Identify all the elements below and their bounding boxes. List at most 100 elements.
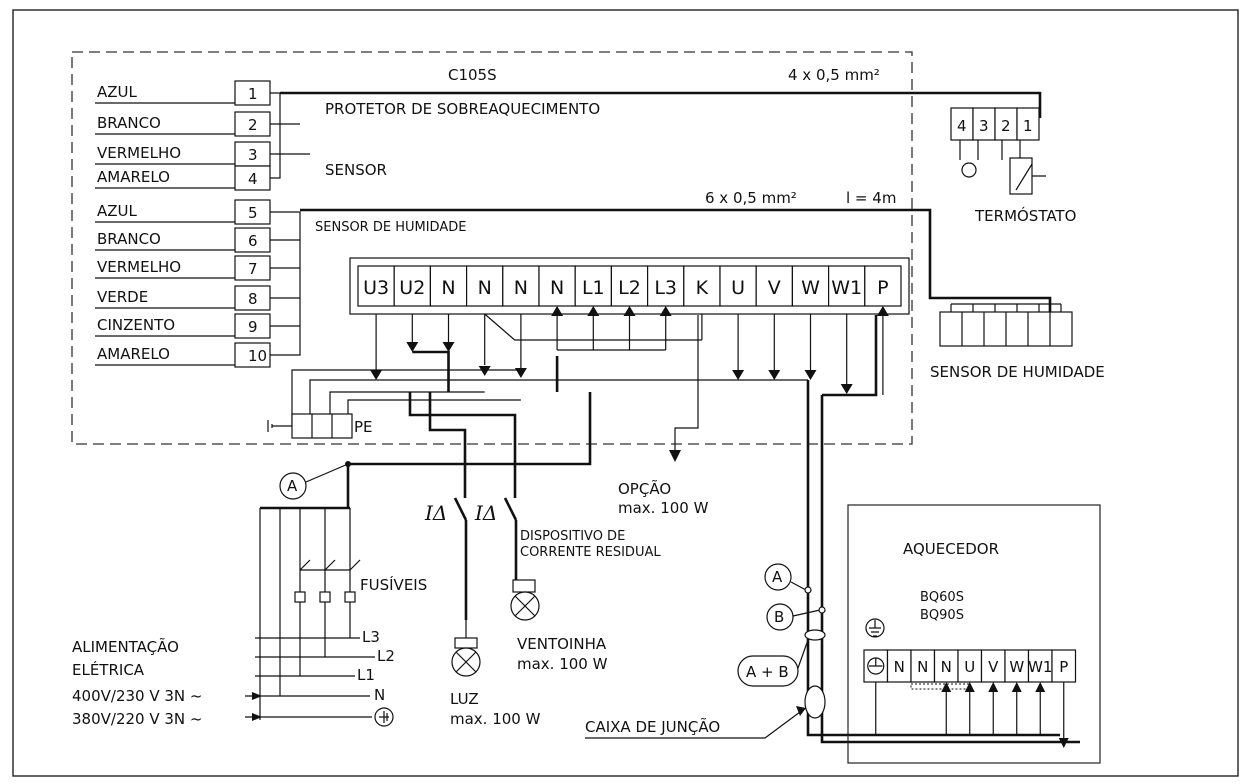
thermostat-terminal-label: 2 bbox=[1001, 117, 1011, 135]
heater-terminal-label: U bbox=[964, 658, 975, 676]
rcd-label-2: CORRENTE RESIDUAL bbox=[520, 545, 661, 560]
line-l2: L2 bbox=[377, 647, 395, 665]
wire-color-label: AMARELO bbox=[97, 345, 170, 363]
main-terminal-label: N bbox=[514, 277, 528, 299]
rcd-label-1: DISPOSITIVO DE bbox=[520, 529, 625, 544]
wire-color-label: VERDE bbox=[97, 288, 148, 306]
heater-model-1: BQ60S bbox=[920, 590, 964, 605]
option-output: OPÇÃO max. 100 W bbox=[618, 315, 709, 517]
left-terminal-row: 3 VERMELHO bbox=[95, 141, 271, 167]
terminal-number: 6 bbox=[248, 232, 258, 250]
option-label: OPÇÃO bbox=[618, 479, 671, 498]
left-terminal-row: 7 VERMELHO bbox=[95, 255, 271, 281]
rcd-symbol-2: IΔ bbox=[474, 501, 497, 525]
left-terminal-row: 10 AMARELO bbox=[95, 342, 271, 368]
main-terminal bbox=[357, 265, 395, 307]
terminal-number: 2 bbox=[248, 116, 258, 134]
sensor-label: SENSOR bbox=[325, 161, 387, 179]
wire-color-label: BRANCO bbox=[97, 230, 161, 248]
heater-terminal-label: P bbox=[1059, 658, 1068, 676]
heater-terminal-label: N bbox=[941, 658, 952, 676]
line-l1: L1 bbox=[357, 666, 375, 684]
main-terminal-label: V bbox=[768, 277, 781, 299]
line-l3: L3 bbox=[362, 628, 380, 646]
humidity-sensor-internal-label: SENSOR DE HUMIDADE bbox=[315, 220, 466, 235]
terminal-wiring bbox=[291, 306, 889, 426]
terminal-number: 5 bbox=[248, 204, 258, 222]
terminal-number: 8 bbox=[248, 290, 258, 308]
left-terminal-row: 6 BRANCO bbox=[95, 227, 271, 253]
thermostat-label: TERMÓSTATO bbox=[974, 206, 1076, 225]
wire-color-label: AZUL bbox=[97, 83, 138, 101]
heater-terminal-label: N bbox=[894, 658, 905, 676]
terminal-number: 7 bbox=[248, 260, 258, 278]
left-terminal-row: 9 CINZENTO bbox=[95, 313, 271, 339]
humidity-sensor: SENSOR DE HUMIDADE bbox=[930, 303, 1105, 381]
main-terminal-label: P bbox=[877, 277, 888, 299]
terminal-number: 1 bbox=[248, 85, 258, 103]
left-terminal-row: 8 VERDE bbox=[95, 285, 271, 311]
junction-box: A B A + B CAIXA DE JUNÇÃO bbox=[585, 563, 826, 739]
main-terminal-label: N bbox=[441, 277, 455, 299]
main-terminal-label: L2 bbox=[618, 277, 641, 299]
voltage-2: 380V/220 V 3N ~ bbox=[72, 710, 202, 728]
pe-block: PE bbox=[267, 413, 373, 439]
left-terminal-row: 5 AZUL bbox=[95, 199, 271, 225]
thermostat-terminal-label: 4 bbox=[957, 117, 967, 135]
light-label: LUZ bbox=[450, 690, 479, 708]
main-terminal-label: L1 bbox=[582, 277, 605, 299]
main-terminal bbox=[864, 265, 902, 307]
main-terminal-label: N bbox=[478, 277, 492, 299]
heater-terminal-label: W1 bbox=[1028, 658, 1052, 676]
svg-text:A: A bbox=[287, 477, 298, 495]
option-power: max. 100 W bbox=[618, 499, 709, 517]
main-terminal-label: L3 bbox=[654, 277, 677, 299]
fan-power: max. 100 W bbox=[517, 655, 608, 673]
main-terminal-label: N bbox=[550, 277, 564, 299]
fuses-label: FUSÍVEIS bbox=[360, 575, 427, 594]
line-n: N bbox=[374, 686, 385, 704]
heater-terminal-label: V bbox=[988, 658, 999, 676]
heater-model-2: BQ90S bbox=[920, 608, 964, 623]
main-terminal-label: K bbox=[696, 277, 709, 299]
terminal-number: 10 bbox=[248, 347, 267, 365]
cable-length: l = 4m bbox=[846, 189, 896, 207]
power-supply-title-1: ALIMENTAÇÃO bbox=[72, 637, 179, 656]
wire-color-label: VERMELHO bbox=[97, 144, 181, 162]
terminal-number: 3 bbox=[248, 146, 258, 164]
ammeter-marker bbox=[279, 472, 307, 500]
main-terminal bbox=[791, 265, 830, 307]
main-terminal bbox=[683, 265, 721, 307]
rcd-section: IΔ IΔ DISPOSITIVO DE CORRENTE RESIDUAL L… bbox=[408, 392, 661, 728]
pe-label: PE bbox=[354, 418, 373, 436]
light-power: max. 100 W bbox=[450, 710, 541, 728]
rcd-symbol-1: IΔ bbox=[424, 501, 447, 525]
main-terminal bbox=[646, 265, 685, 307]
voltage-1: 400V/230 V 3N ~ bbox=[72, 687, 202, 705]
heater-terminal-label: N bbox=[917, 658, 928, 676]
wire-color-label: AZUL bbox=[97, 202, 138, 220]
main-terminal bbox=[466, 265, 504, 307]
svg-text:B: B bbox=[774, 608, 784, 626]
overheat-protector-label: PROTETOR DE SOBREAQUECIMENTO bbox=[325, 100, 600, 118]
heater-label: AQUECEDOR bbox=[903, 540, 999, 558]
wire-color-label: CINZENTO bbox=[97, 316, 175, 334]
terminal-number: 4 bbox=[248, 170, 258, 188]
thermostat-terminal-label: 3 bbox=[979, 117, 989, 135]
thermostat-terminal-label: 1 bbox=[1023, 117, 1033, 135]
heater-terminal-label: W bbox=[1009, 658, 1024, 676]
fan-label: VENTOINHA bbox=[517, 635, 607, 653]
main-terminal-label: W1 bbox=[831, 277, 862, 299]
main-terminal bbox=[429, 265, 468, 307]
terminal-number: 9 bbox=[248, 318, 258, 336]
controller-boundary bbox=[71, 51, 913, 445]
thermostat-terminal bbox=[1016, 107, 1040, 141]
outer-frame bbox=[12, 9, 1239, 777]
main-terminal bbox=[393, 265, 432, 307]
wire-color-label: VERMELHO bbox=[97, 258, 181, 276]
junction-box-label: CAIXA DE JUNÇÃO bbox=[585, 717, 720, 736]
